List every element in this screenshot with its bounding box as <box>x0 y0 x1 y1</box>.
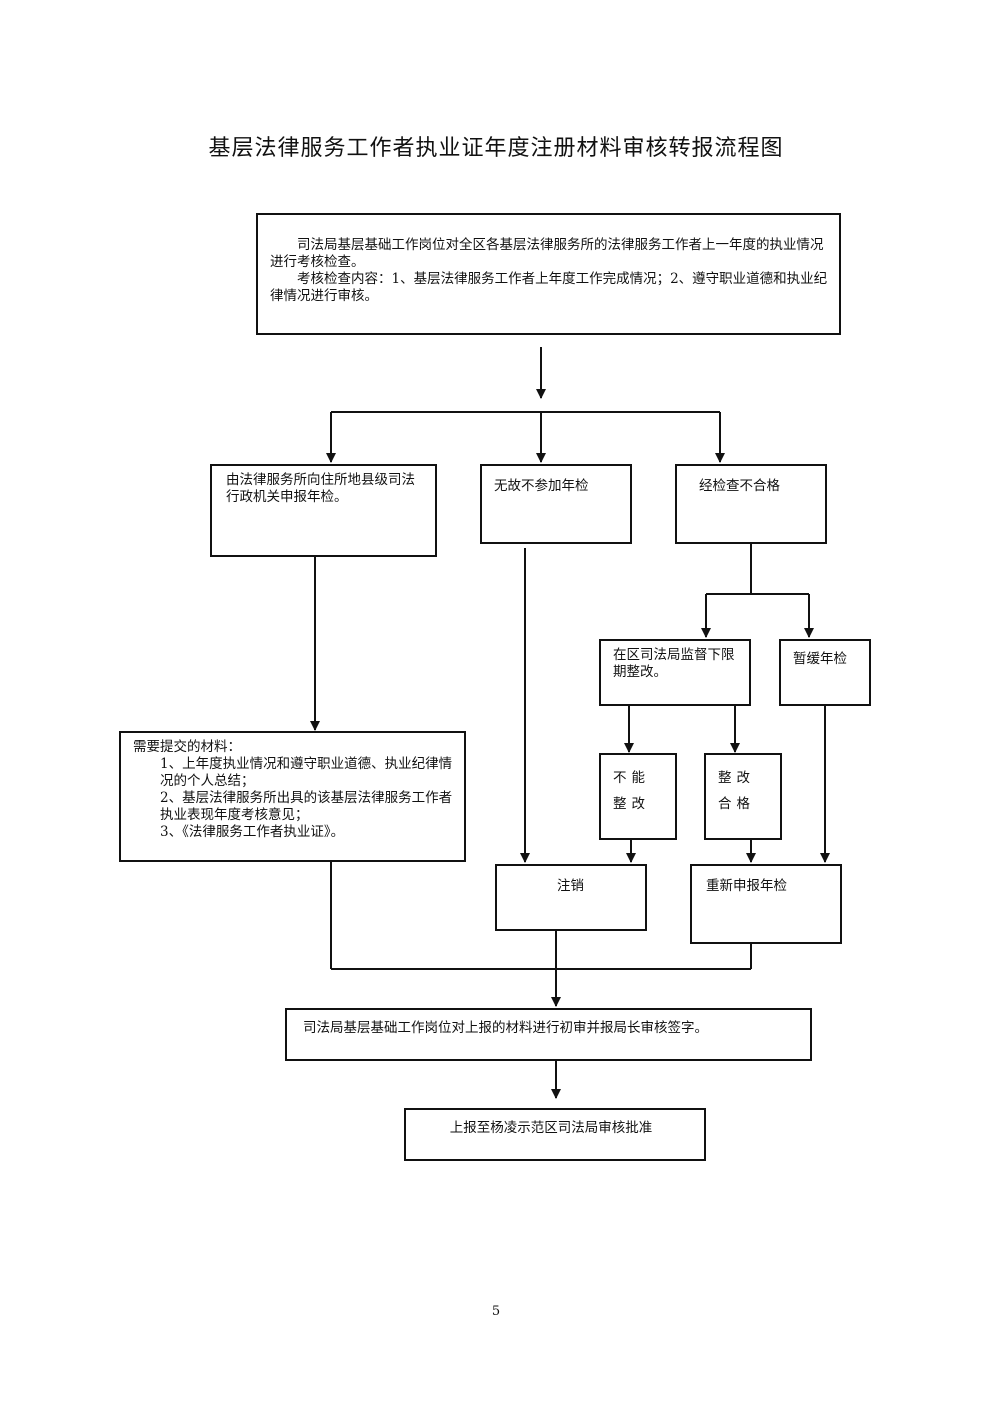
box-annual-inspection: 司法局基层基础工作岗位对全区各基层法律服务所的法律服务工作者上一年度的执业情况进… <box>256 213 841 335</box>
box-cancel: 注销 <box>495 864 647 931</box>
box-postpone: 暂缓年检 <box>779 639 871 706</box>
postpone-text: 暂缓年检 <box>793 651 847 667</box>
box-cannot-fix: 不能整改 <box>599 753 677 840</box>
fixed-text: 整改合格 <box>718 770 755 812</box>
box-approve: 上报至杨凌示范区司法局审核批准 <box>404 1108 706 1161</box>
page-number: 5 <box>491 1304 501 1319</box>
box-review: 司法局基层基础工作岗位对上报的材料进行初审并报局长审核签字。 <box>285 1008 812 1061</box>
approve-text: 上报至杨凌示范区司法局审核批准 <box>449 1120 653 1136</box>
box-reapply: 重新申报年检 <box>690 864 842 944</box>
no-reason-text: 无故不参加年检 <box>494 478 589 494</box>
box-no-reason: 无故不参加年检 <box>480 464 632 544</box>
inspection-content: 考核检查内容：1、基层法律服务工作者上年度工作完成情况；2、遵守职业道德和执业纪… <box>270 271 828 304</box>
materials-heading: 需要提交的材料： <box>133 739 241 755</box>
failed-text: 经检查不合格 <box>699 478 780 494</box>
box-failed: 经检查不合格 <box>675 464 827 544</box>
box-apply: 由法律服务所向住所地县级司法行政机关申报年检。 <box>210 464 437 557</box>
materials-item-1: 1、上年度执业情况和遵守职业道德、执业纪律情况的个人总结； <box>160 756 453 789</box>
rectify-text: 在区司法局监督下限期整改。 <box>613 647 735 680</box>
box-rectify: 在区司法局监督下限期整改。 <box>599 639 751 706</box>
apply-text: 由法律服务所向住所地县级司法行政机关申报年检。 <box>226 472 415 505</box>
materials-item-3: 3、《法律服务工作者执业证》。 <box>160 824 345 840</box>
reapply-text: 重新申报年检 <box>706 878 787 894</box>
box-materials: 需要提交的材料： 1、上年度执业情况和遵守职业道德、执业纪律情况的个人总结； 2… <box>119 731 466 862</box>
cancel-text: 注销 <box>557 878 584 894</box>
review-text: 司法局基层基础工作岗位对上报的材料进行初审并报局长审核签字。 <box>303 1020 708 1036</box>
box-fixed: 整改合格 <box>704 753 782 840</box>
cannot-fix-text: 不能整改 <box>613 770 650 812</box>
materials-item-2: 2、基层法律服务所出具的该基层法律服务工作者执业表现年度考核意见； <box>160 790 453 823</box>
page-title: 基层法律服务工作者执业证年度注册材料审核转报流程图 <box>208 136 784 161</box>
inspection-description: 司法局基层基础工作岗位对全区各基层法律服务所的法律服务工作者上一年度的执业情况进… <box>270 237 824 270</box>
